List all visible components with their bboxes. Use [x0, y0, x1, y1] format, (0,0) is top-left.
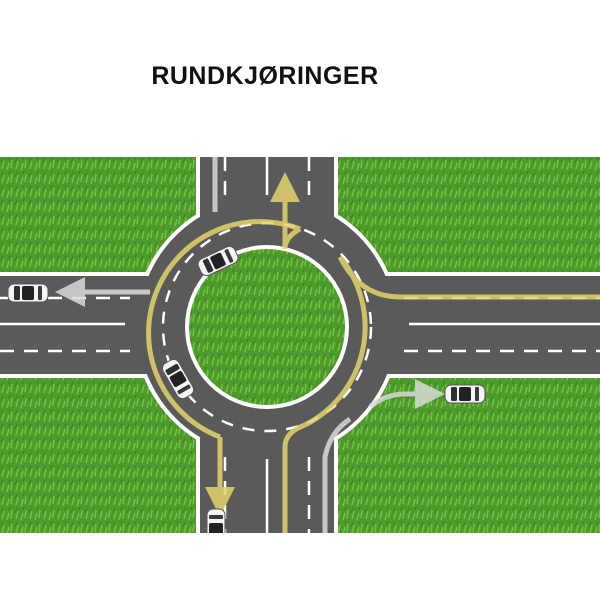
- route-main: [146, 172, 600, 533]
- car-icon: [444, 384, 486, 404]
- page-title: RUNDKJØRINGER: [151, 62, 379, 90]
- car-icon: [7, 283, 49, 303]
- roundabout-diagram: [0, 157, 600, 533]
- central-island: [189, 249, 345, 405]
- route-secondary: [55, 157, 445, 533]
- car-icon: [206, 508, 226, 533]
